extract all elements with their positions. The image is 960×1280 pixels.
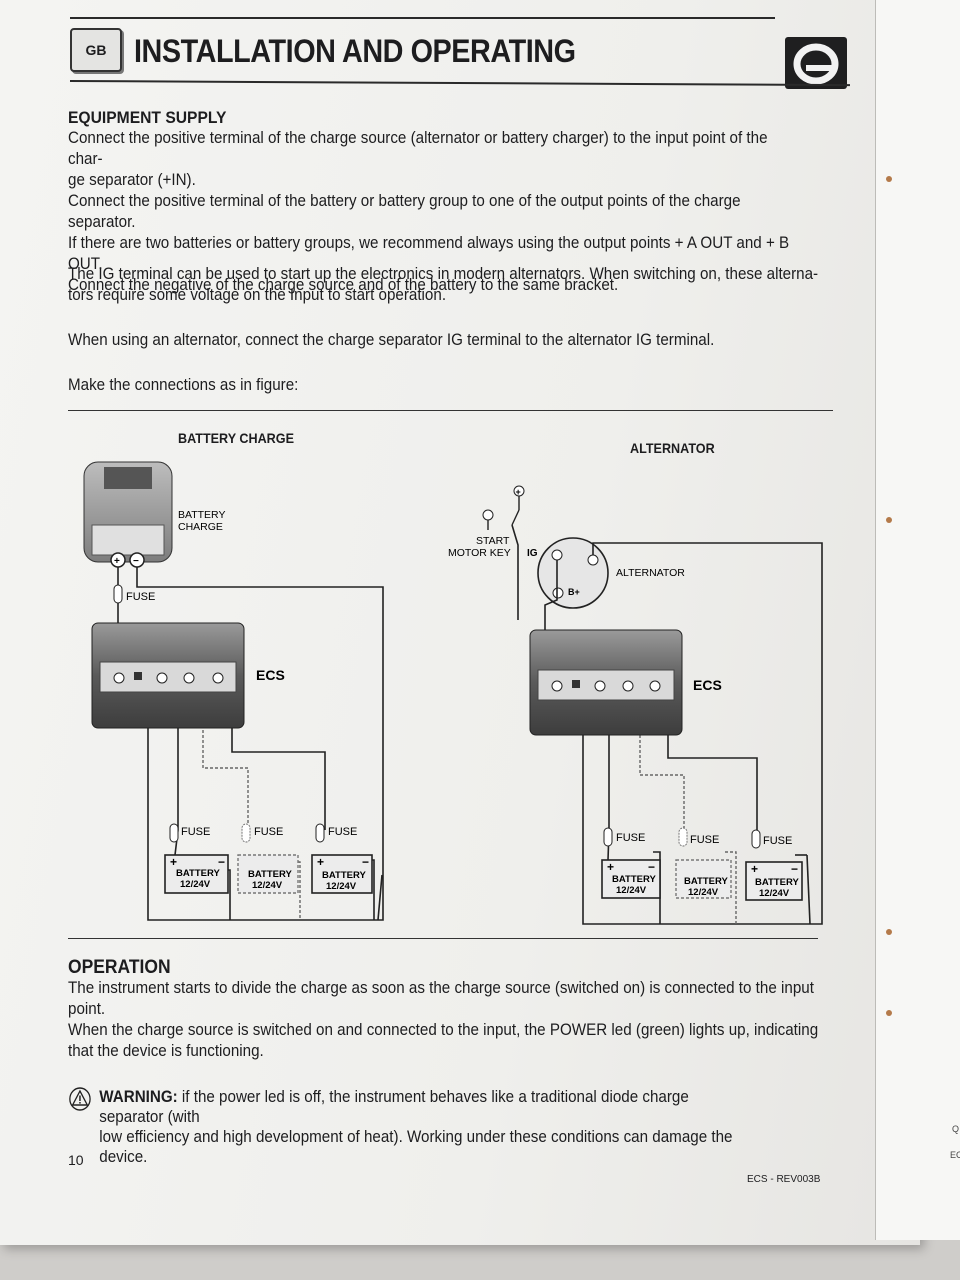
svg-text:−: −: [133, 556, 139, 567]
battery-charger: + −: [84, 462, 172, 567]
ecs-unit-right: [530, 630, 682, 735]
battery-label: 12/24V: [180, 879, 211, 890]
battery-label: 12/24V: [759, 888, 790, 899]
start-key-label: MOTOR KEY: [448, 547, 511, 559]
binding-staple: [886, 176, 892, 182]
battery-label: BATTERY: [612, 874, 656, 885]
fuse-label: FUSE: [616, 832, 645, 844]
operation-line: When the charge source is switched on an…: [68, 1020, 822, 1041]
ig-paragraph: The IG terminal can be used to start up …: [68, 264, 822, 306]
warning-label: WARNING:: [99, 1088, 177, 1106]
ig-line: tors require some voltage on the Input t…: [68, 285, 822, 306]
equipment-heading: EQUIPMENT SUPPLY: [68, 107, 804, 128]
header-rule-top: [70, 17, 775, 19]
ecs-unit-left: [92, 623, 244, 728]
diagram-rule-top: [68, 410, 833, 411]
equipment-line: Connect the positive terminal of the bat…: [68, 191, 804, 233]
ecs-label: ECS: [256, 667, 285, 683]
fuse-label: FUSE: [181, 826, 210, 838]
bplus-label: B+: [568, 587, 580, 597]
header-rule-bottom: [70, 80, 850, 86]
battery-label: BATTERY: [248, 869, 292, 880]
binding-staple: [886, 1010, 892, 1016]
figure-intro: Make the connections as in figure:: [68, 375, 620, 396]
svg-text:−: −: [362, 855, 369, 869]
ig-line: The IG terminal can be used to start up …: [68, 264, 822, 285]
left-diagram-title: BATTERY CHARGE: [178, 430, 294, 446]
alternator-label: ALTERNATOR: [616, 567, 685, 579]
battery-label: 12/24V: [688, 887, 719, 898]
manual-page: GB INSTALLATION AND OPERATING EQUIPMENT …: [0, 0, 920, 1245]
svg-text:+: +: [170, 855, 177, 869]
operation-line: that the device is functioning.: [68, 1041, 822, 1062]
battery-label: 12/24V: [252, 880, 283, 891]
battery-label: BATTERY: [322, 870, 366, 881]
equipment-line: Connect the positive terminal of the cha…: [68, 128, 804, 170]
diagram-rule-bottom: [68, 938, 818, 939]
fuse-label: FUSE: [328, 826, 357, 838]
charger-label: BATTERY: [178, 509, 225, 521]
operation-line: The instrument starts to divide the char…: [68, 978, 822, 999]
svg-text:+: +: [516, 487, 521, 497]
battery-label: BATTERY: [755, 877, 799, 888]
page-title: INSTALLATION AND OPERATING: [134, 33, 576, 70]
q-logo-icon: [785, 37, 847, 89]
warning-line: if the power led is off, the instrument …: [99, 1088, 689, 1126]
operation-heading: OPERATION: [68, 957, 822, 978]
start-motor-key: +: [483, 486, 524, 530]
battery-label: BATTERY: [176, 868, 220, 879]
binding-staple: [886, 517, 892, 523]
fuse-label: FUSE: [763, 835, 792, 847]
ecs-label: ECS: [693, 677, 722, 693]
operation-section: OPERATION The instrument starts to divid…: [68, 957, 822, 1062]
side-page-text: EC: [950, 1150, 960, 1160]
fuse-label: FUSE: [126, 591, 155, 603]
battery-label: 12/24V: [326, 881, 357, 892]
battery-label: 12/24V: [616, 885, 647, 896]
svg-text:+: +: [114, 556, 120, 567]
binding-staple: [886, 929, 892, 935]
battery-label: BATTERY: [684, 876, 728, 887]
document-reference: ECS - REV003B: [747, 1174, 820, 1185]
operation-line: point.: [68, 999, 822, 1020]
side-page-text: Q: [952, 1124, 959, 1134]
svg-text:+: +: [317, 855, 324, 869]
svg-text:−: −: [791, 862, 798, 876]
fuse-label: FUSE: [254, 826, 283, 838]
wiring-diagram: + − BATTERY CHARGE FUSE FUSE FUSE FUSE: [0, 450, 860, 970]
start-key-label: START: [476, 535, 510, 547]
fuse-label: FUSE: [690, 834, 719, 846]
language-badge: GB: [70, 28, 122, 72]
warning-block: WARNING: if the power led is off, the in…: [68, 1087, 767, 1167]
equipment-line: ge separator (+IN).: [68, 170, 804, 191]
charger-label: CHARGE: [178, 521, 223, 533]
adjacent-page: [875, 0, 960, 1240]
warning-line: low efficiency and high development of h…: [99, 1128, 732, 1166]
alternator-paragraph: When using an alternator, connect the ch…: [68, 330, 822, 351]
alternator-unit: [538, 538, 608, 608]
svg-text:−: −: [648, 860, 655, 874]
ig-label: IG: [527, 548, 538, 559]
svg-text:+: +: [751, 862, 758, 876]
warning-triangle-icon: [68, 1087, 92, 1116]
svg-text:+: +: [607, 860, 614, 874]
svg-text:−: −: [218, 855, 225, 869]
page-number: 10: [68, 1152, 84, 1168]
